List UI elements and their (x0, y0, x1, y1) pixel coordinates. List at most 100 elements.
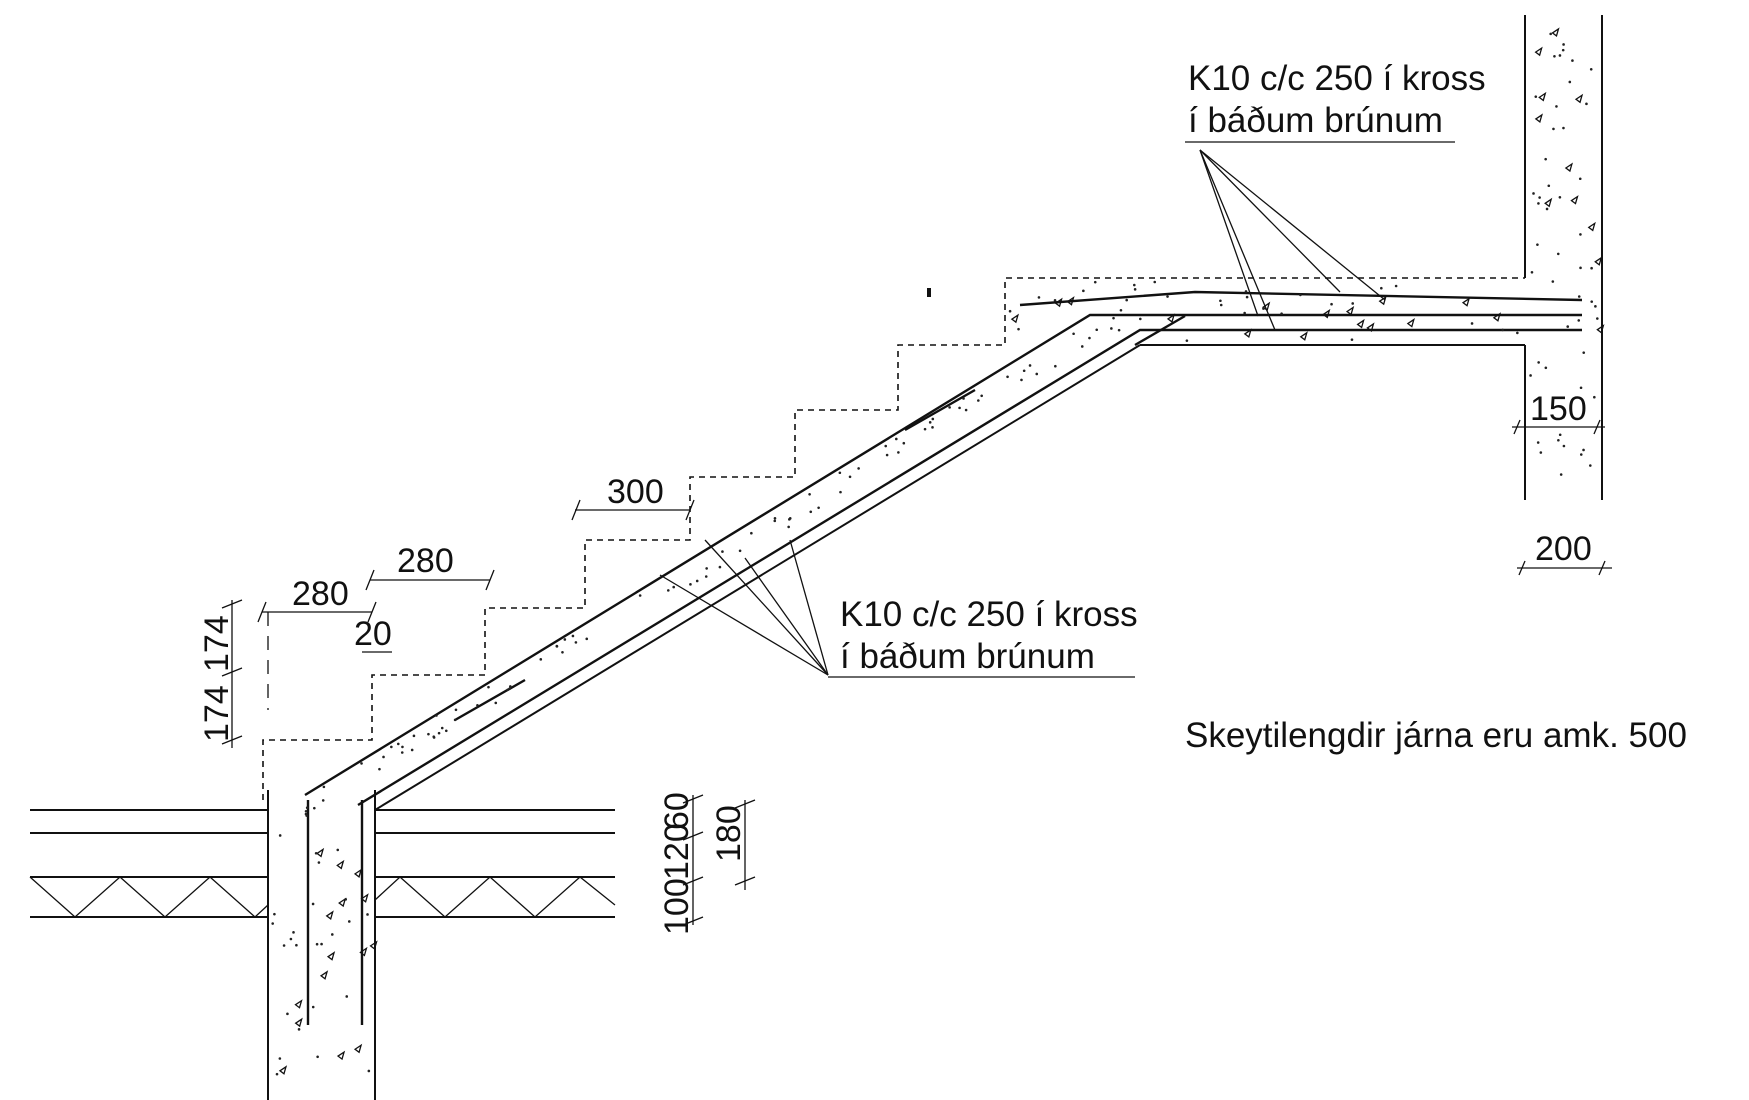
dim-riser-upper: 174 (198, 615, 236, 672)
aggregate-dot (1552, 127, 1555, 131)
aggregate-dot (1589, 464, 1592, 467)
aggregate-dot (278, 1057, 282, 1060)
aggregate-dot (1351, 302, 1355, 305)
aggregate-dot (1080, 345, 1084, 348)
aggregate-dot (1534, 95, 1538, 98)
aggregate-mark (1544, 197, 1553, 208)
aggregate-mark (1538, 91, 1547, 102)
aggregate-dot (347, 920, 351, 923)
dim-tread-upper: 300 (607, 473, 664, 511)
aggregate-dot (1547, 184, 1551, 188)
aggregate-dot (962, 397, 965, 400)
insulation-hatch-right (374, 876, 616, 918)
aggregate-mark (1570, 195, 1579, 205)
aggregate-dot (1093, 280, 1097, 284)
aggregate-dot (292, 931, 295, 934)
rebar-note-top-line1: K10 c/c 250 í kross (1188, 59, 1486, 98)
aggregate-mark (1322, 308, 1331, 319)
aggregate-dot (848, 475, 852, 479)
aggregate-dot (311, 1005, 315, 1009)
aggregate-dot (508, 687, 512, 690)
aggregate-mark (294, 999, 303, 1009)
rebar-landing-top (1019, 290, 1583, 307)
aggregate-dot (1536, 243, 1539, 246)
dim-tread-lower: 280 (292, 575, 349, 613)
aggregate-dot (1558, 54, 1562, 57)
aggregate-dot (571, 634, 575, 638)
aggregate-dot (808, 492, 811, 496)
aggregate-dot (1082, 289, 1085, 293)
aggregate-dot (437, 731, 441, 735)
aggregate-dot (1582, 351, 1586, 354)
aggregate-dot (705, 567, 708, 570)
aggregate-dot (1579, 386, 1583, 390)
aggregate-dot (304, 812, 308, 816)
aggregate-dot (1054, 364, 1057, 368)
aggregate-mark (1010, 313, 1020, 324)
aggregate-dot (435, 714, 438, 717)
aggregate-dot (1262, 307, 1265, 310)
leader-lines-mid (659, 539, 829, 676)
stair-slab (304, 290, 1583, 811)
dim-floor-100: 100 (658, 878, 696, 935)
aggregate-mark (359, 946, 368, 957)
aggregate-mark (338, 897, 347, 908)
aggregate-mark (360, 893, 369, 903)
aggregate-dot (313, 806, 316, 810)
aggregate-mark (1243, 328, 1252, 339)
aggregate-dot (773, 517, 777, 520)
dim-riser-lower: 174 (198, 685, 236, 742)
aggregate-dot (1095, 328, 1099, 332)
aggregate-dot (1394, 284, 1398, 288)
aggregate-dot (923, 427, 927, 431)
aggregate-dot (1139, 317, 1142, 321)
leader-lines-top (1199, 149, 1386, 331)
aggregate-dot (1562, 43, 1565, 46)
aggregate-dot (1577, 319, 1581, 322)
aggregate-dot (1593, 395, 1596, 399)
aggregate-dot (444, 729, 448, 733)
aggregate-dot (440, 726, 444, 730)
aggregate-dot (897, 451, 900, 454)
aggregate-mark (1166, 313, 1176, 324)
aggregate-dot (282, 944, 286, 947)
aggregate-dot (1578, 177, 1582, 181)
aggregate-dot (1551, 280, 1555, 283)
insulation-hatch-left (29, 876, 269, 918)
aggregate-mark (1564, 162, 1573, 173)
aggregate-dot (506, 688, 510, 692)
aggregate-dot (931, 426, 934, 429)
aggregate-dot (1243, 311, 1246, 315)
aggregate-dot (895, 437, 898, 441)
aggregate-dot (1008, 309, 1012, 313)
aggregate-dot (487, 685, 490, 689)
aggregate-dot (695, 579, 699, 583)
aggregate-dot (1585, 102, 1588, 106)
aggregate-dot (1501, 328, 1504, 332)
aggregate-dot (1577, 295, 1581, 298)
aggregate-dot (509, 685, 512, 688)
aggregate-dot (1110, 327, 1113, 330)
aggregate-dot (539, 658, 543, 661)
aggregate-dot (367, 1069, 371, 1073)
aggregate-dot (638, 594, 642, 597)
aggregate-dot (1037, 296, 1041, 299)
dimension-lines (221, 419, 1612, 926)
aggregate-dot (1579, 266, 1582, 270)
aggregate-dot (1053, 299, 1057, 302)
aggregate-dot (857, 467, 860, 470)
aggregate-dot (1549, 32, 1552, 36)
aggregate-dot (320, 942, 323, 946)
aggregate-mark (1461, 297, 1471, 307)
aggregate-dot (1559, 473, 1563, 476)
aggregate-dot (750, 531, 753, 535)
aggregate-dot (555, 644, 559, 648)
aggregate-dot (721, 550, 724, 553)
aggregate-dot (672, 585, 676, 589)
aggregate-mark (1054, 297, 1063, 308)
aggregate-dot (1185, 339, 1189, 342)
aggregate-dot (382, 755, 385, 759)
aggregate-dot (1280, 312, 1283, 315)
dim-floor-120: 120 (658, 823, 696, 880)
aggregate-dot (286, 1012, 289, 1016)
